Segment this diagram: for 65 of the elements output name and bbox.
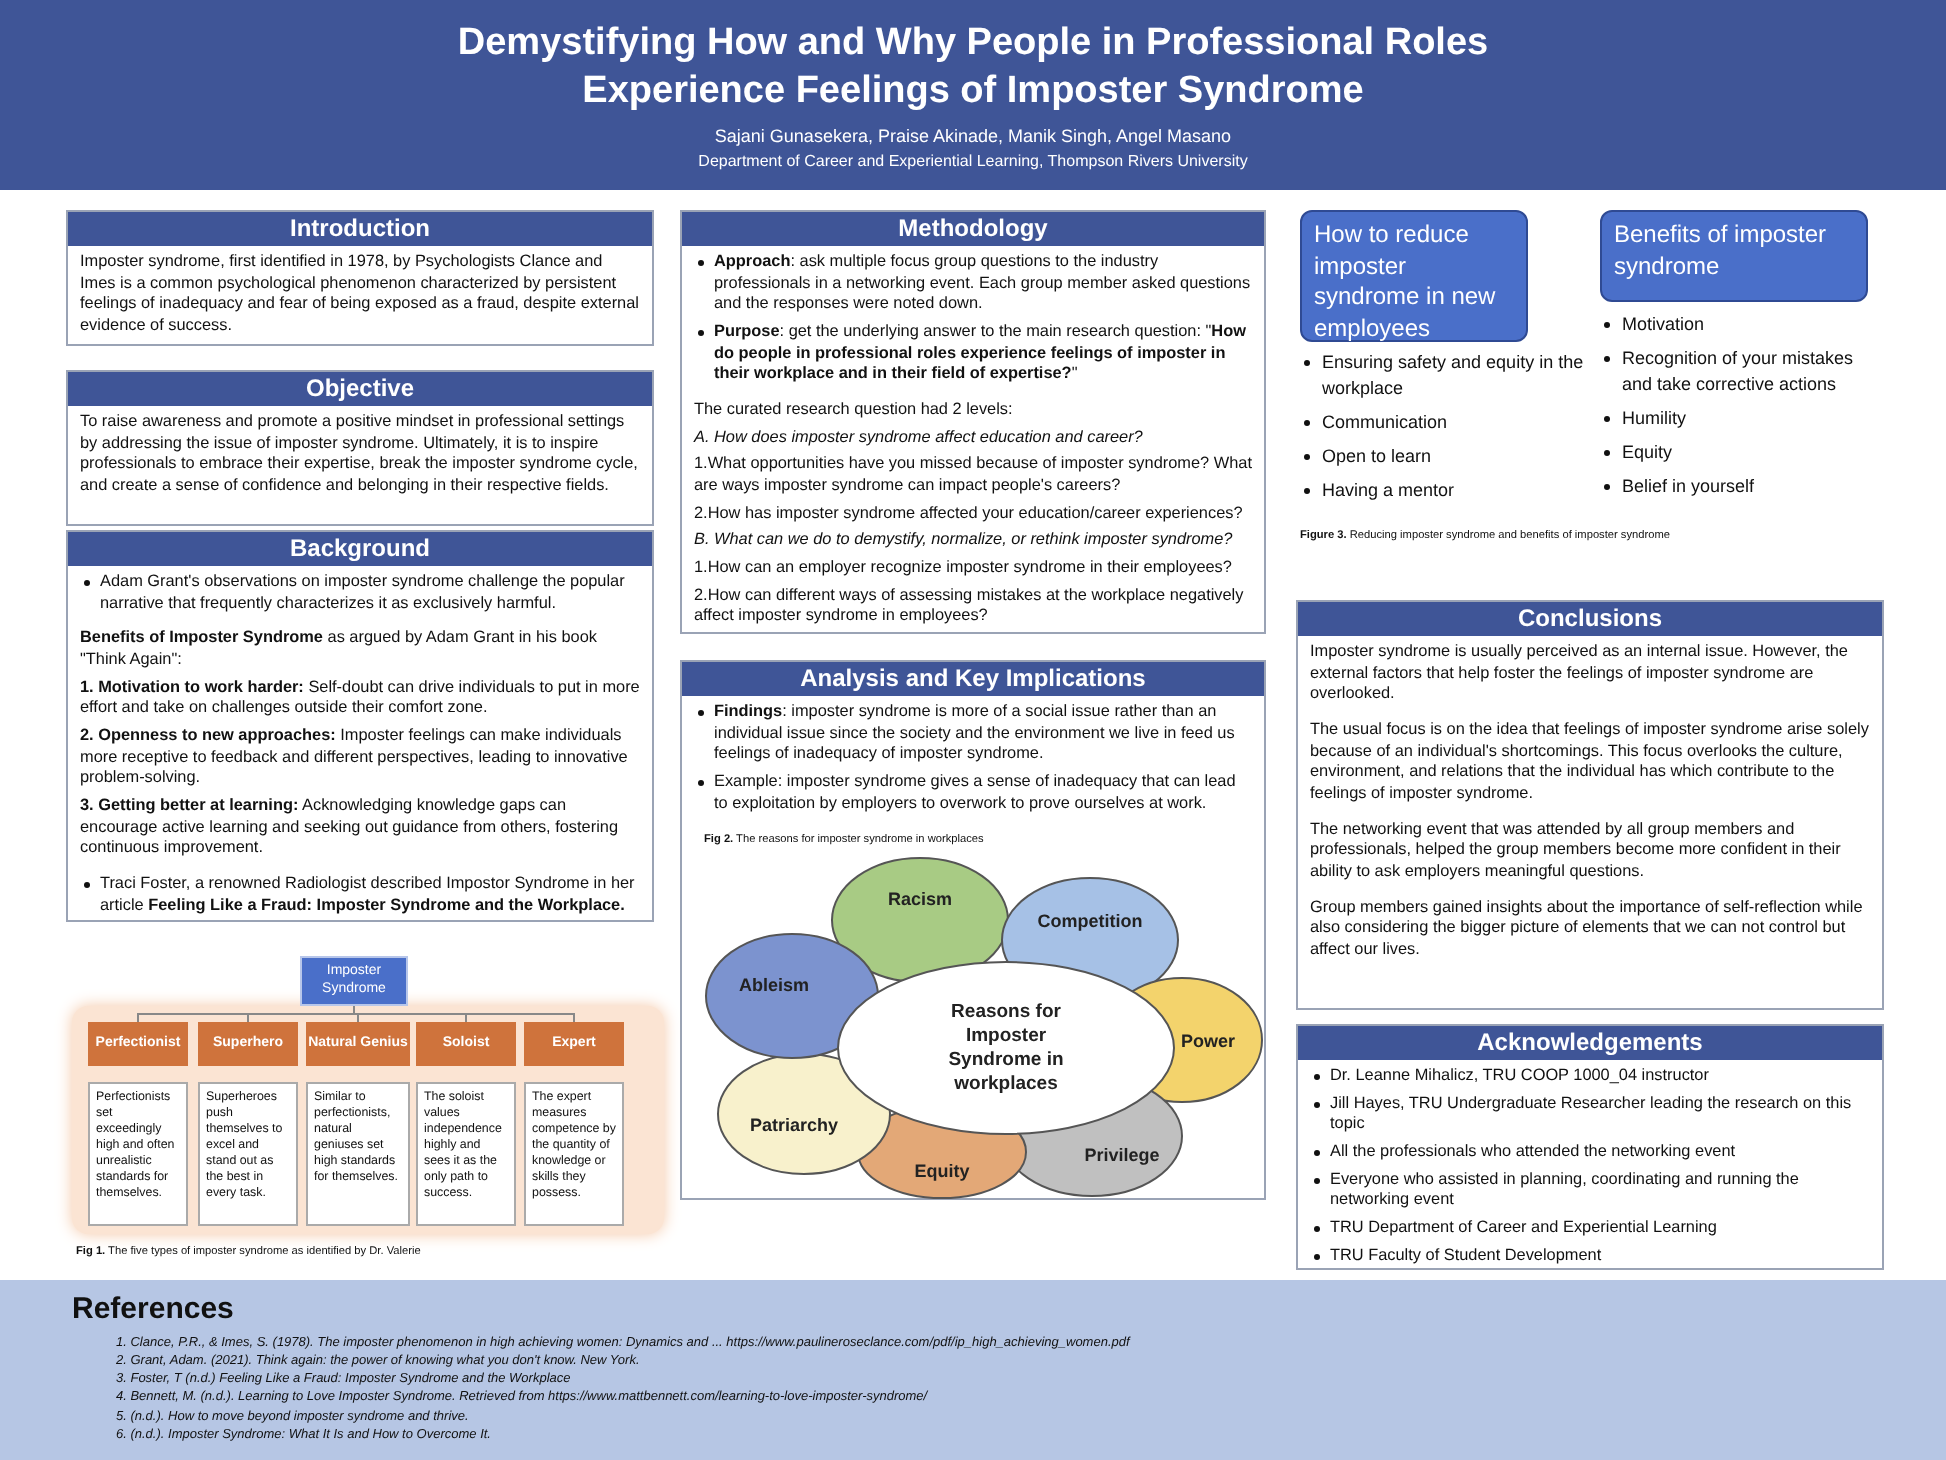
section-heading: Introduction bbox=[68, 212, 652, 246]
section-heading: Conclusions bbox=[1298, 602, 1882, 636]
petal-label: Patriarchy bbox=[749, 1114, 839, 1138]
paragraph: To raise awareness and promote a positive mindset in professional settings by addressing the issue of imposter syndrome. Ultimately, it is to inspire professionals to embrace their expertise, break the imposter syndrome cycle, and create a sense of confidence and belonging in their respective fields. bbox=[80, 412, 640, 498]
petal-label: Ableism bbox=[739, 974, 809, 998]
section-panel bbox=[66, 370, 654, 526]
bullet-text: Motivation bbox=[1622, 312, 1707, 338]
petal-label: Equity bbox=[914, 1160, 970, 1184]
bullet-text: Communication bbox=[1322, 410, 1450, 436]
petal-label: Privilege bbox=[1084, 1144, 1160, 1168]
heading-box: How to reduce imposter syndrome in new employees bbox=[1300, 210, 1528, 342]
paragraph: B. What can we do to demystify, normalize, or rethink imposter syndrome? bbox=[694, 530, 1235, 552]
bullet-text: Everyone who assisted in planning, coordinating and running the networking event bbox=[1330, 1169, 1801, 1212]
paragraph: 2.How has imposter syndrome affected your education/career experiences? bbox=[694, 503, 1245, 525]
section-heading: Methodology bbox=[682, 212, 1264, 246]
section-panel bbox=[66, 210, 654, 346]
bullet-text: Having a mentor bbox=[1322, 478, 1457, 504]
paragraph: 2.How can different ways of assessing mistakes at the workplace negatively affect imposter syndrome in employees? bbox=[694, 585, 1246, 628]
paragraph: 2. Openness to new approaches: Imposter feelings can make individuals more receptive to feedback and different perspectives, leading to innovative problem-solving. bbox=[80, 725, 630, 790]
paragraph: 3. Getting better at learning: Acknowledging knowledge gaps can encourage active learning and seeking out guidance from others, fostering continuous improvement. bbox=[80, 795, 620, 860]
byline: Department of Career and Experiential Learning, Thompson Rivers University bbox=[696, 150, 1250, 174]
section-heading: Objective bbox=[68, 372, 652, 406]
section-heading: Analysis and Key Implications bbox=[682, 662, 1264, 696]
section-heading: References bbox=[72, 1290, 236, 1330]
paragraph: Imposter syndrome is usually perceived as an internal issue. However, the external factors that help foster the feelings of imposter syndrome are overlooked. bbox=[1310, 642, 1850, 706]
bullet-text: Traci Foster, a renowned Radiologist described Impostor Syndrome in her article Feeling Like a Fraud: Imposter Syndrome and the Workplace. bbox=[100, 873, 637, 917]
section-heading: Acknowledgements bbox=[1298, 1026, 1882, 1060]
section-panel bbox=[680, 210, 1266, 634]
paragraph: A. How does imposter syndrome affect education and career? bbox=[694, 427, 1145, 449]
section-panel bbox=[1296, 600, 1884, 1010]
bullet-text: Ensuring safety and equity in the workplace bbox=[1322, 350, 1584, 403]
bullet-text: Findings: imposter syndrome is more of a social issue rather than an individual issue since the society and the environment we live in feed us feelings of inadequacy of imposter syndrome. bbox=[714, 702, 1237, 766]
paragraph: The curated research question had 2 levels: bbox=[694, 399, 1015, 422]
bullet-text: Belief in yourself bbox=[1622, 474, 1757, 500]
bullet-text: Jill Hayes, TRU Undergraduate Researcher leading the research on this topic bbox=[1330, 1093, 1854, 1136]
petal-label: Power bbox=[1181, 1030, 1235, 1054]
paragraph: The networking event that was attended by all group members and professionals, helped the group members become more confident in their ability to ask employers meaningful questions. bbox=[1310, 819, 1843, 884]
bullet-text: Purpose: get the underlying answer to the main research question: "How do people in professional roles experience feelings of imposter in their workplace and in their field of expertise?" bbox=[714, 321, 1248, 386]
bullet-text: Dr. Leanne Mihalicz, TRU COOP 1000_04 instructor bbox=[1330, 1066, 1711, 1088]
bullet-text: Humility bbox=[1622, 406, 1689, 432]
section-panel bbox=[1296, 1024, 1884, 1270]
petal-label: Racism bbox=[887, 888, 953, 912]
bullet-text: Example: imposter syndrome gives a sense of inadequacy that can lead to exploitation by employers to overwork to prove ourselves at work. bbox=[714, 771, 1238, 815]
paragraph: 1.What opportunities have you missed because of imposter syndrome? What are ways imposter syndrome can impact people's careers? bbox=[694, 454, 1252, 498]
heading-box: Benefits of imposter syndrome bbox=[1600, 210, 1868, 302]
bullet-text: Open to learn bbox=[1322, 444, 1434, 470]
bullet-text: TRU Department of Career and Experiential Learning bbox=[1330, 1217, 1719, 1240]
paragraph: 1. Motivation to work harder: Self-doubt can drive individuals to put in more effort and take on challenges outside their comfort zone. bbox=[80, 677, 640, 720]
bullet-text: Approach: ask multiple focus group questions to the industry professionals in a networking event. Each group member asked questions and the responses were noted down. bbox=[714, 252, 1252, 316]
bullet-text: Adam Grant's observations on imposter syndrome challenge the popular narrative that frequently characterizes it as exclusively harmful. bbox=[100, 572, 627, 615]
petal-label: Competition bbox=[1037, 910, 1143, 934]
bullet-text: All the professionals who attended the networking event bbox=[1330, 1141, 1738, 1164]
paragraph: Benefits of Imposter Syndrome as argued by Adam Grant in his book "Think Again": bbox=[80, 628, 599, 672]
paragraph: The usual focus is on the idea that feelings of imposter syndrome arise solely because of an individual's shortcomings. This focus overlooks the culture, environment, and relations that the individual has which contribute to the feelings of imposter syndrome. bbox=[1310, 719, 1870, 806]
bullet-text: TRU Faculty of Student Development bbox=[1330, 1245, 1604, 1267]
byline: Sajani Gunasekera, Praise Akinade, Manik Singh, Angel Masano bbox=[712, 124, 1234, 150]
paragraph: 1.How can an employer recognize imposter syndrome in their employees? bbox=[694, 557, 1234, 580]
poster-title: Demystifying How and Why People in Professional Roles Experience Feelings of Imposter Syndrome bbox=[455, 20, 1491, 116]
section-panel bbox=[680, 660, 1266, 1200]
section-heading: Background bbox=[68, 532, 652, 566]
bullet-text: Recognition of your mistakes and take corrective actions bbox=[1622, 346, 1856, 399]
bullet-text: Equity bbox=[1622, 440, 1675, 466]
section-panel bbox=[66, 530, 654, 922]
paragraph: Group members gained insights about the importance of self-reflection while also considering the bigger picture of elements that we can not control but affect our lives. bbox=[1310, 897, 1865, 962]
paragraph: Imposter syndrome, first identified in 1978, by Psychologists Clance and Imes is a common psychological phenomenon characterized by persistent feelings of inadequacy and fear of being exposed as a fraud, despite external evidence of success. bbox=[80, 252, 640, 338]
